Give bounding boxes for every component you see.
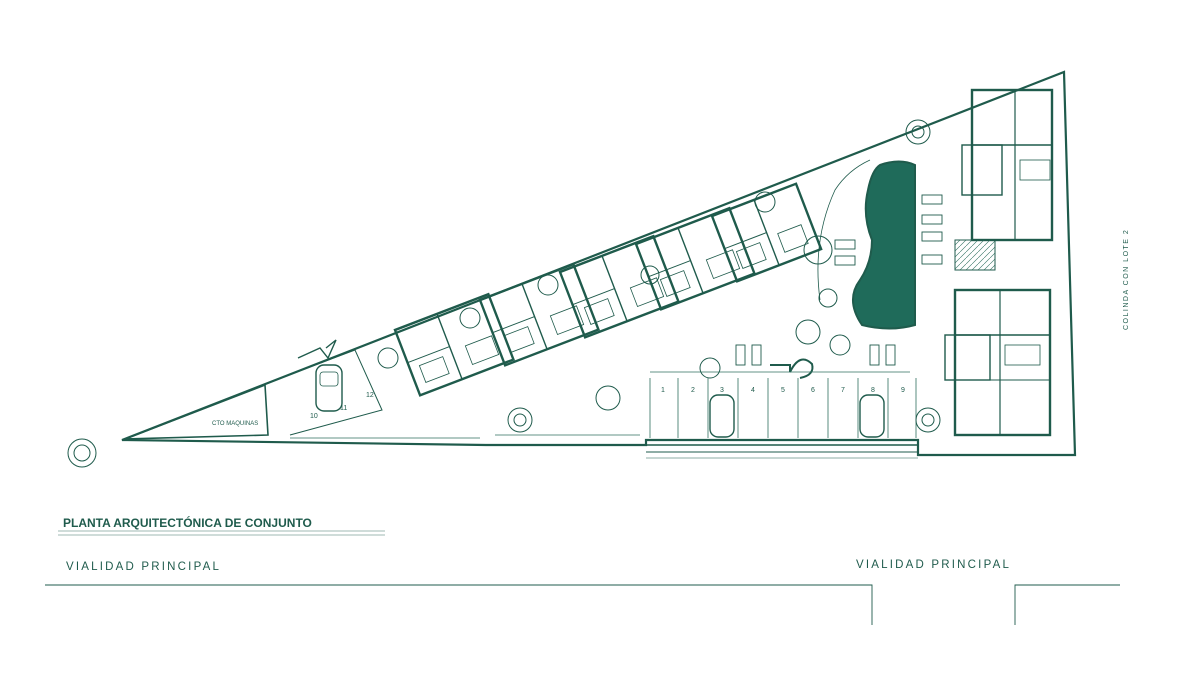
parking-4: 4	[751, 387, 755, 394]
car-icon	[709, 394, 735, 438]
boundary-label: COLINDA CON LOTE 2	[1123, 229, 1130, 330]
parking-8: 8	[871, 387, 875, 394]
parking-10: 10	[310, 413, 318, 420]
pool	[852, 160, 916, 330]
street-outline	[45, 584, 1120, 625]
parking-11: 11	[340, 405, 347, 412]
machine-room-label: CTO MAQUINAS	[212, 421, 258, 427]
east-units	[944, 88, 1054, 437]
lot-boundary	[121, 70, 1077, 457]
parking-bays	[649, 378, 917, 438]
parking-2: 2	[691, 387, 695, 394]
spiral-stair	[803, 235, 833, 265]
parking-12: 12	[366, 392, 374, 399]
machine-room	[124, 383, 269, 440]
drawing-title: PLANTA ARQUITECTÓNICA DE CONJUNTO	[63, 515, 312, 530]
car-icon	[859, 394, 885, 438]
north-arrow-icon	[297, 339, 337, 360]
hedge-line	[290, 371, 910, 439]
car-icon	[315, 364, 343, 412]
parking-1: 1	[661, 387, 665, 394]
street-label-left: VIALIDAD PRINCIPAL	[66, 561, 221, 573]
parking-5: 5	[781, 387, 785, 394]
parking-7: 7	[841, 387, 845, 394]
parking-9: 9	[901, 387, 905, 394]
tree-icons	[67, 119, 941, 468]
parking-3: 3	[720, 387, 724, 394]
housing-units	[393, 182, 823, 397]
street-label-right: VIALIDAD PRINCIPAL	[856, 559, 1011, 571]
pool-loungers	[735, 194, 943, 366]
parking-6: 6	[811, 387, 815, 394]
